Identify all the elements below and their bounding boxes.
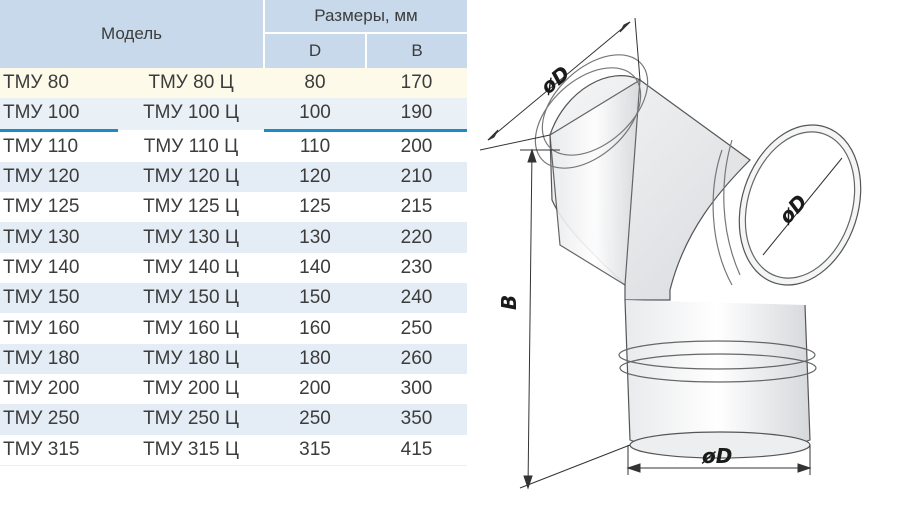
cell-b: 350 [366,404,468,435]
cell-d: 140 [264,252,366,284]
cell-model-c: ТМУ 120 Ц [118,161,264,193]
cell-model-c: ТМУ 200 Ц [118,373,264,405]
header-d: D [263,33,366,68]
cell-model: ТМУ 125 [0,192,118,223]
cell-d: 180 [264,343,366,374]
cell-model: ТМУ 200 [0,373,118,405]
cell-model: ТМУ 315 [0,434,118,466]
y-branch-drawing: øD øD B øD [479,17,862,490]
cell-d: 120 [264,161,366,193]
cell-d: 150 [264,283,366,314]
cell-model-c: ТМУ 160 Ц [118,313,264,344]
cell-d: 250 [264,404,366,435]
cell-model: ТМУ 150 [0,283,118,314]
cell-b: 170 [366,68,468,99]
cell-model-c: ТМУ 80 Ц [118,68,264,99]
cell-d: 130 [264,222,366,253]
cell-b: 215 [366,192,468,223]
header-model: Модель [0,0,264,68]
cell-model: ТМУ 140 [0,252,118,284]
cell-d: 160 [264,313,366,344]
cell-b: 260 [366,343,468,374]
dimension-lines [479,17,843,490]
cell-model-c: ТМУ 150 Ц [118,283,264,314]
cell-b: 300 [366,373,468,405]
cell-model-c: ТМУ 180 Ц [118,343,264,374]
cell-model-c: ТМУ 125 Ц [118,192,264,223]
cell-model: ТМУ 130 [0,222,118,253]
dimension-label-b: B [497,295,521,310]
cell-b: 240 [366,283,468,314]
cell-d: 110 [264,130,366,162]
cell-b: 415 [366,434,468,466]
cell-d: 200 [264,373,366,405]
dimension-label-d-top: øD [535,61,574,100]
cell-model-c: ТМУ 110 Ц [118,130,264,162]
cell-model-c: ТМУ 250 Ц [118,404,264,435]
cell-model: ТМУ 180 [0,343,118,374]
cell-model: ТМУ 80 [0,68,118,99]
cell-b: 200 [366,130,468,162]
cell-model-c: ТМУ 315 Ц [118,434,264,466]
cell-model: ТМУ 100 [0,98,118,132]
fitting-body [534,54,862,459]
cell-model-c: ТМУ 100 Ц [118,98,264,131]
header-b: B [364,33,468,68]
cell-b: 250 [366,313,468,344]
cell-model: ТМУ 120 [0,161,118,193]
cell-b: 210 [366,161,468,193]
cell-d: 100 [264,98,366,132]
cell-model: ТМУ 160 [0,313,118,344]
cell-model-c: ТМУ 130 Ц [118,222,264,253]
cell-d: 125 [264,192,366,223]
cell-d: 80 [264,68,366,99]
cell-model: ТМУ 250 [0,404,118,435]
dimension-label-d-bottom: øD [701,444,732,468]
cell-b: 230 [366,252,468,284]
header-sizes: Размеры, мм [262,0,468,34]
cell-model-c: ТМУ 140 Ц [118,252,264,284]
cell-d: 315 [264,434,366,466]
cell-b: 220 [366,222,468,253]
cell-model: ТМУ 110 [0,130,118,162]
cell-b: 190 [366,98,468,132]
